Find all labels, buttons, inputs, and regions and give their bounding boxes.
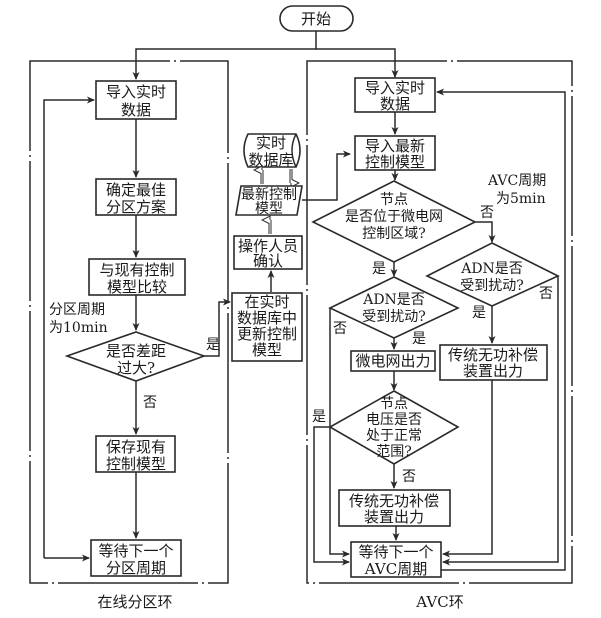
svg-text:电压是否: 电压是否 [366, 412, 422, 428]
partition-period-note: 分区周期 为10min [49, 302, 108, 336]
svg-text:控制模型: 控制模型 [365, 153, 425, 171]
svg-text:最新控制: 最新控制 [241, 187, 297, 203]
yes-arrow [204, 298, 231, 357]
traditional-right-to-wait-arrow [442, 380, 493, 558]
right-import-data-box: 导入实时 数据 [354, 77, 436, 113]
svg-text:数据: 数据 [380, 95, 410, 113]
latest-control-model-data: 最新控制 模型 [235, 185, 303, 217]
adn-right-no-arrow [442, 276, 559, 566]
start-to-right-arrow [316, 48, 399, 78]
svg-text:模型: 模型 [252, 341, 282, 359]
svg-text:导入最新: 导入最新 [365, 137, 425, 155]
yes-label: 是 [312, 409, 326, 425]
svg-text:确定最佳: 确定最佳 [106, 181, 166, 199]
svg-text:实时: 实时 [256, 134, 286, 152]
svg-text:导入实时: 导入实时 [106, 83, 166, 101]
svg-text:节点: 节点 [380, 192, 408, 208]
import-latest-model-box: 导入最新 控制模型 [354, 135, 436, 171]
avc-loop-back-arrow [436, 88, 566, 571]
model-to-avc-arrow [302, 150, 351, 201]
svg-text:受到扰动?: 受到扰动? [460, 278, 524, 294]
update-model-box: 在实时 数据库中 更新控制 模型 [231, 292, 303, 362]
online-partition-loop-frame [29, 60, 229, 584]
svg-text:在实时: 在实时 [244, 293, 289, 311]
node-in-microgrid-decision: 节点 是否位于微电网 控制区域? [311, 180, 477, 263]
svg-text:传统无功补偿: 传统无功补偿 [448, 346, 538, 364]
svg-text:为10min: 为10min [49, 320, 108, 336]
svg-text:装置出力: 装置出力 [463, 362, 523, 380]
microgrid-output-box: 微电网出力 [350, 350, 436, 372]
no-label: 否 [480, 205, 494, 221]
yes-label: 是 [472, 305, 486, 321]
avc-loop-frame [306, 60, 573, 584]
voltage-yes-arrow [313, 426, 350, 566]
best-partition-box: 确定最佳 分区方案 [95, 178, 177, 216]
no-label: 否 [539, 286, 553, 302]
svg-text:受到扰动?: 受到扰动? [362, 309, 426, 325]
start-terminal: 开始 [279, 5, 354, 32]
svg-text:数据: 数据 [121, 101, 151, 119]
no-label: 否 [333, 321, 347, 337]
compare-model-box: 与现有控制 模型比较 [88, 258, 186, 296]
svg-text:分区周期: 分区周期 [49, 302, 105, 318]
svg-text:处于正常: 处于正常 [366, 428, 422, 444]
svg-text:等待下一个: 等待下一个 [358, 543, 433, 561]
save-model-box: 保存现有 控制模型 [95, 435, 176, 473]
yes-label: 是 [412, 331, 426, 347]
traditional-output-box-bottom: 传统无功补偿 装置出力 [338, 489, 451, 527]
no-label: 否 [402, 469, 416, 485]
svg-text:范围?: 范围? [376, 443, 412, 460]
avc-loop-label: AVC环 [415, 593, 463, 611]
start-to-left-arrow [132, 31, 317, 80]
svg-text:数据库: 数据库 [248, 151, 293, 169]
voltage-normal-decision: 节点 电压是否 处于正常 范围? [328, 390, 460, 465]
svg-text:更新控制: 更新控制 [237, 325, 297, 343]
svg-text:ADN是否: ADN是否 [362, 292, 425, 308]
online-partition-loop-label: 在线分区环 [97, 593, 172, 611]
yes-label: 是 [372, 261, 386, 277]
svg-text:与现有控制: 与现有控制 [99, 261, 174, 279]
operator-confirm-box: 操作人员 确认 [233, 235, 303, 270]
svg-text:控制模型: 控制模型 [106, 455, 166, 473]
wait-avc-period-box: 等待下一个 AVC周期 [350, 541, 442, 578]
svg-text:确认: 确认 [253, 252, 283, 270]
adn-disturbed-decision-left: ADN是否 受到扰动? [328, 276, 460, 339]
svg-text:过大?: 过大? [117, 359, 155, 377]
svg-text:导入实时: 导入实时 [365, 79, 425, 97]
avc-period-note: AVC周期 为5min [487, 173, 546, 207]
svg-text:开始: 开始 [301, 10, 331, 28]
svg-text:分区方案: 分区方案 [106, 198, 166, 216]
svg-text:AVC周期: AVC周期 [364, 560, 427, 578]
svg-text:保存现有: 保存现有 [106, 438, 166, 456]
svg-text:数据库中: 数据库中 [237, 309, 297, 327]
svg-text:等待下一个: 等待下一个 [98, 542, 173, 560]
svg-text:节点: 节点 [380, 396, 408, 412]
svg-text:装置出力: 装置出力 [364, 508, 424, 526]
left-import-data-box: 导入实时 数据 [95, 80, 177, 120]
svg-text:ADN是否: ADN是否 [460, 261, 523, 277]
adn-left-no-arrow [329, 308, 350, 558]
svg-text:是否位于微电网: 是否位于微电网 [345, 209, 443, 225]
node-no-arrow [475, 221, 496, 243]
svg-text:传统无功补偿: 传统无功补偿 [349, 492, 439, 510]
svg-text:微电网出力: 微电网出力 [355, 352, 430, 370]
svg-text:是否差距: 是否差距 [106, 342, 166, 360]
no-label: 否 [143, 395, 157, 411]
svg-text:分区周期: 分区周期 [106, 559, 166, 577]
traditional-output-box-right: 传统无功补偿 装置出力 [439, 344, 548, 381]
left-loop-back-arrow [43, 96, 95, 558]
wait-partition-period-box: 等待下一个 分区周期 [90, 539, 182, 577]
realtime-database: 实时 数据库 [243, 133, 301, 169]
diff-too-large-decision: 是否差距 过大? [64, 331, 207, 382]
svg-text:为5min: 为5min [496, 191, 546, 207]
yes-label: 是 [206, 337, 220, 353]
svg-text:操作人员: 操作人员 [238, 237, 298, 255]
svg-text:模型比较: 模型比较 [107, 278, 167, 296]
svg-text:控制区域?: 控制区域? [362, 226, 426, 242]
svg-text:AVC周期: AVC周期 [487, 173, 546, 189]
svg-text:模型: 模型 [255, 201, 283, 217]
